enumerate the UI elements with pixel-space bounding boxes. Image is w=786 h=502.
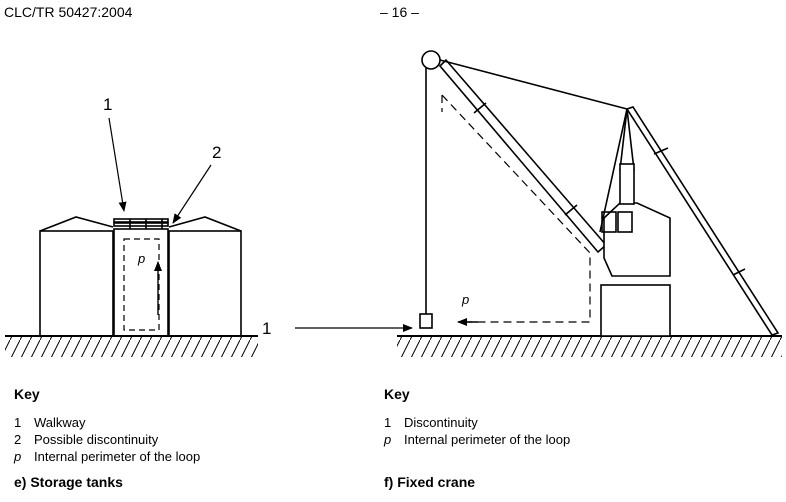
mast-base — [619, 163, 635, 205]
callout-1-f: 1 — [262, 319, 271, 338]
key-item-f-p: p Internal perimeter of the loop — [384, 431, 570, 448]
key-num: 1 — [14, 415, 22, 430]
ground-hatch-e — [5, 337, 258, 357]
back-stay — [625, 106, 780, 336]
key-text: Walkway — [34, 415, 86, 430]
pulley — [421, 50, 441, 70]
callout-leader-1-e — [108, 117, 127, 212]
storage-tanks-figure — [5, 117, 258, 357]
key-num: p — [14, 449, 22, 464]
loop-perimeter-f — [441, 94, 591, 323]
jib-tie — [439, 59, 628, 110]
fixed-crane-figure — [295, 50, 782, 357]
caption-f: f) Fixed crane — [384, 474, 476, 490]
caption-e: e) Storage tanks — [14, 474, 123, 490]
tank-right — [168, 230, 242, 337]
callout-leader-2-e — [172, 164, 212, 224]
key-num: 2 — [14, 432, 22, 447]
key-item-f-1: 1 Discontinuity — [384, 414, 478, 431]
key-num: 1 — [384, 415, 392, 430]
key-item-e-1: 1 Walkway — [14, 414, 86, 431]
key-item-e-p: p Internal perimeter of the loop — [14, 448, 200, 465]
loop-label-f: p — [461, 292, 469, 307]
page-number: – 16 – — [380, 4, 419, 20]
cabin-window-2 — [617, 211, 633, 233]
key-title-e: Key — [14, 386, 40, 402]
key-num: p — [384, 432, 392, 447]
loop-label-e: p — [137, 251, 145, 266]
key-text: Internal perimeter of the loop — [34, 449, 201, 464]
callout-2-e: 2 — [212, 143, 221, 162]
jib — [438, 58, 608, 254]
key-text: Discontinuity — [404, 415, 478, 430]
key-text: Internal perimeter of the loop — [404, 432, 571, 447]
tank-right-roof — [168, 216, 242, 232]
callout-1-e: 1 — [103, 95, 112, 114]
walkway — [113, 218, 169, 229]
loop-perimeter-e — [123, 238, 160, 331]
ground-hatch-f — [397, 337, 782, 357]
crane-pedestal — [600, 284, 671, 337]
tank-middle — [113, 228, 169, 337]
crane-cabin — [603, 202, 671, 277]
key-item-e-2: 2 Possible discontinuity — [14, 431, 158, 448]
document-id: CLC/TR 50427:2004 — [4, 4, 133, 20]
tank-left-roof — [39, 216, 114, 232]
key-text: Possible discontinuity — [34, 432, 159, 447]
hook-block — [419, 313, 433, 329]
tank-left — [39, 230, 114, 337]
cabin-window-1 — [601, 211, 617, 233]
key-title-f: Key — [384, 386, 410, 402]
mast — [619, 108, 635, 171]
